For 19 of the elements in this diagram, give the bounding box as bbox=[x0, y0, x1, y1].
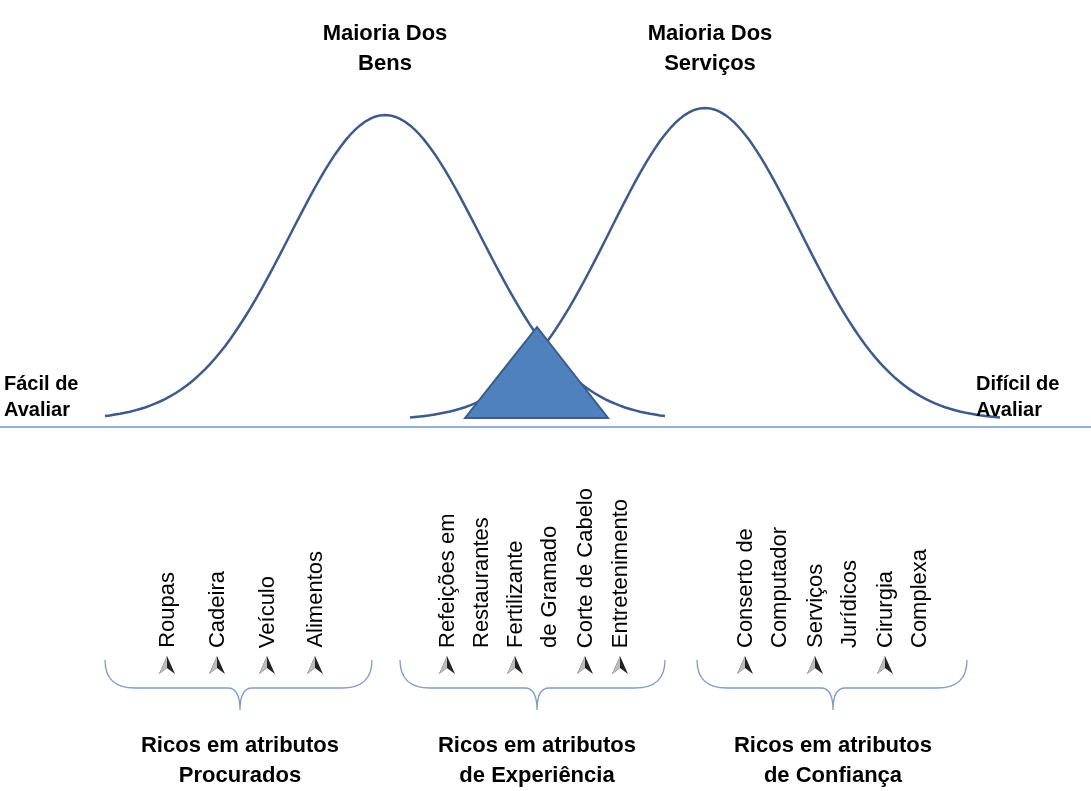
curve-heading: Maioria Dos Bens bbox=[321, 19, 449, 77]
item-label: Roupas bbox=[153, 572, 180, 648]
item-label: Serviços Jurídicos bbox=[801, 558, 862, 648]
item-label: Refeições em Restaurantes bbox=[433, 512, 494, 648]
axis-end-label: Fácil de Avaliar bbox=[4, 371, 80, 422]
group-caption: Ricos em atributos de Experiência bbox=[436, 731, 637, 789]
item-label: Veículo bbox=[253, 575, 280, 648]
axis-end-label: Difícil de Avaliar bbox=[976, 371, 1061, 422]
item-label: Fertilizante de Gramado bbox=[501, 524, 562, 648]
item-label: Corte de Cabelo bbox=[571, 487, 598, 648]
group-caption: Ricos em atributos Procurados bbox=[139, 731, 340, 789]
curve-heading: Maioria Dos Serviços bbox=[646, 19, 774, 77]
group-caption: Ricos em atributos de Confiança bbox=[732, 731, 933, 789]
item-label: Cirurgia Complexa bbox=[871, 547, 932, 648]
triangle-marker bbox=[462, 325, 611, 419]
item-label: Alimentos bbox=[301, 551, 328, 648]
item-label: Cadeira bbox=[203, 570, 230, 648]
item-label: Conserto de Computador bbox=[731, 525, 792, 648]
item-label: Entretenimento bbox=[606, 498, 633, 648]
